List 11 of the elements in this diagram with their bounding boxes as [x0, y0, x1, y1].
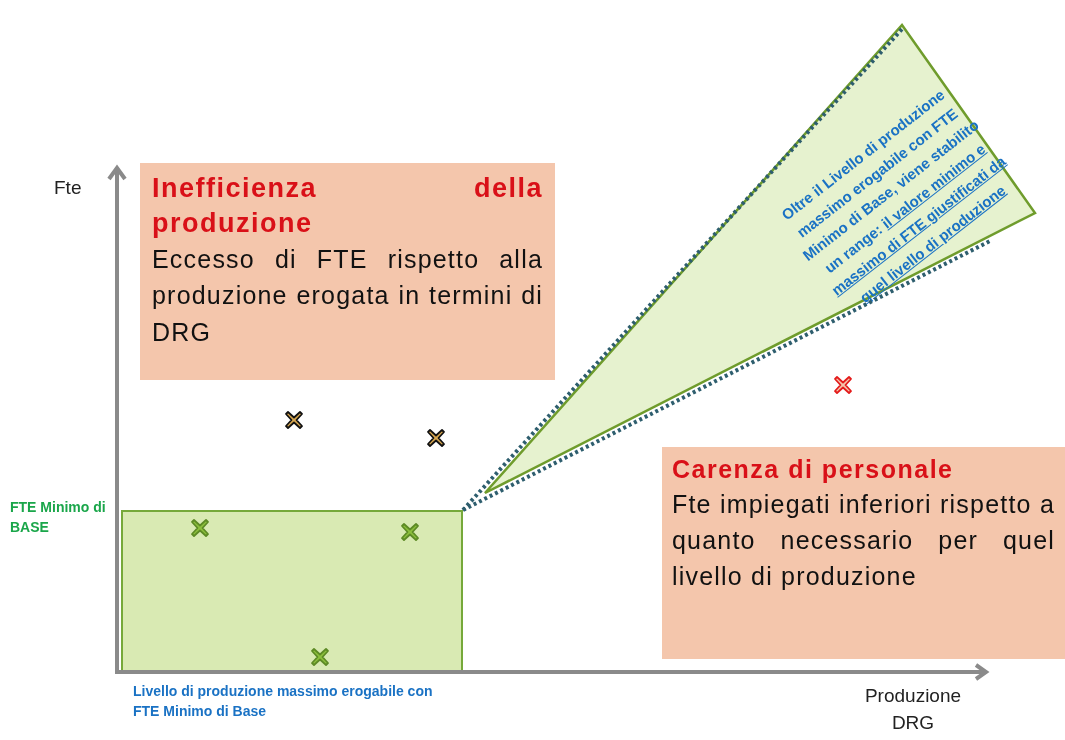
axis-label: Fte — [54, 176, 83, 200]
note-text: Eccesso di FTE rispetto alla produzione erogata in termini di DRG — [152, 244, 543, 348]
note-box — [140, 163, 555, 380]
axis-label: Livello di produzione massimo erogabile con FTE Minimo di Base — [133, 682, 434, 721]
note-box — [662, 447, 1065, 659]
note-text: Fte impiegati inferiori rispetto a quanto necessario per quel livello di produzione — [672, 488, 1055, 592]
axis-label: FTE Minimo di BASE — [10, 498, 107, 537]
base-area-rect — [121, 510, 463, 672]
axis-label: Produzione DRG — [863, 684, 963, 735]
note-heading: Inefficienza della produzione — [152, 172, 543, 241]
note-heading: Carenza di personale — [672, 454, 955, 485]
